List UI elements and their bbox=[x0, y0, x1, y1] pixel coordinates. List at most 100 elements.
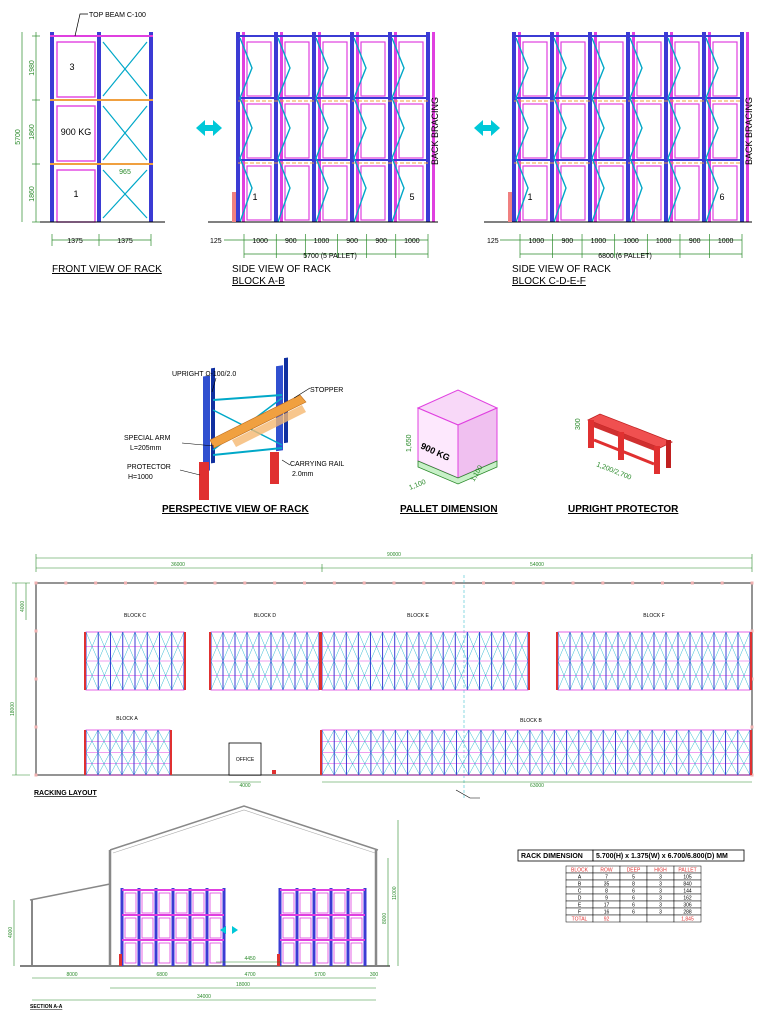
side-cf-pallet bbox=[636, 165, 662, 221]
section-right-rack-pallet bbox=[350, 892, 363, 914]
section-aisle: 4450 bbox=[244, 956, 255, 962]
block-f-protector bbox=[750, 632, 752, 690]
column-left bbox=[34, 773, 38, 777]
section-title: SECTION A-A bbox=[30, 1004, 63, 1010]
pallet-height: 1,650 bbox=[406, 434, 413, 452]
block-e-label: BLOCK E bbox=[407, 613, 429, 619]
column-top bbox=[303, 581, 306, 585]
front-level-1: 1 bbox=[73, 189, 78, 199]
side-ab-upright bbox=[312, 32, 316, 222]
section-right-rack-pallet bbox=[350, 942, 363, 964]
table-total-cell bbox=[646, 914, 675, 923]
section-right-rack-upright bbox=[363, 888, 367, 966]
front-height-bottom: 1860 bbox=[29, 186, 36, 202]
office-label: OFFICE bbox=[236, 757, 255, 763]
side-ab-bracing bbox=[315, 37, 329, 223]
section-right-rack-pallet bbox=[299, 892, 312, 914]
layout-height-1: 4000 bbox=[20, 601, 26, 612]
side-ab-offset: 125 bbox=[210, 238, 222, 245]
side-ab-bay-4: 900 bbox=[346, 238, 358, 245]
side-ab-protector bbox=[232, 192, 236, 222]
side-ab-pallet bbox=[322, 41, 348, 97]
section-left-rack-upright bbox=[137, 888, 141, 966]
section-right-rack-pallet bbox=[282, 942, 295, 964]
side-cf-pallet bbox=[522, 165, 548, 221]
section-right-rack-pallet bbox=[299, 942, 312, 964]
side-ab-pallet bbox=[246, 165, 272, 221]
block-b-protector bbox=[320, 730, 322, 775]
protector-height: 300 bbox=[575, 418, 582, 430]
side-ab-bracing bbox=[353, 37, 367, 223]
side-ab-pallet bbox=[322, 165, 348, 221]
table-cell-text: 5 bbox=[632, 875, 635, 881]
block-b-length: 63000 bbox=[530, 783, 544, 789]
table-cell-text: 3 bbox=[659, 896, 662, 902]
perspective-arm-length: L=205mm bbox=[130, 445, 161, 452]
side-cf-pallet bbox=[560, 165, 586, 221]
section-left-rack-pallet bbox=[124, 942, 137, 964]
table-header-4: PALLET bbox=[678, 868, 696, 874]
perspective-stopper: STOPPER bbox=[310, 387, 343, 394]
table-cell-text: 162 bbox=[683, 896, 692, 902]
table-header-0: BLOCK bbox=[571, 868, 589, 874]
table-total-cell bbox=[619, 914, 648, 923]
layout-title: RACKING LAYOUT bbox=[34, 790, 97, 797]
perspective-title: PERSPECTIVE VIEW OF RACK bbox=[162, 504, 309, 515]
table-header-2: DEEP bbox=[627, 868, 641, 874]
section-total-width: 34000 bbox=[197, 994, 211, 1000]
side-cf-upright-inner bbox=[670, 32, 673, 222]
section-left-rack-pallet bbox=[192, 892, 205, 914]
section-dim-5: 300 bbox=[370, 972, 379, 978]
side-ab-pallet bbox=[284, 41, 310, 97]
section-right-rack-upright bbox=[295, 888, 299, 966]
side-ab-upright bbox=[274, 32, 278, 222]
side-ab-bay-1: 1000 bbox=[252, 238, 268, 245]
side-cf-offset: 125 bbox=[487, 238, 499, 245]
block-a-protector bbox=[84, 730, 86, 775]
layout-width-2: 54000 bbox=[530, 562, 544, 568]
side-cf-last: 6 bbox=[719, 192, 724, 202]
column-top bbox=[690, 581, 694, 585]
table-cell-text: 6 bbox=[632, 889, 635, 895]
section-mid-width: 18000 bbox=[236, 982, 250, 988]
section-left-rack-pallet bbox=[192, 917, 205, 939]
layout-height-2: 18000 bbox=[10, 702, 16, 716]
perspective-upright: UPRIGHT Ω-100/2.0 bbox=[172, 371, 236, 378]
side-cf-upright bbox=[588, 32, 592, 222]
section-dim-2: 6800 bbox=[156, 972, 167, 978]
side-ab-bracing bbox=[391, 37, 405, 223]
column-top bbox=[153, 581, 157, 585]
column-top bbox=[571, 581, 575, 585]
side-cf-pallet bbox=[712, 165, 738, 221]
column-left bbox=[34, 725, 38, 729]
column-top bbox=[213, 581, 217, 585]
side-cf-bracing: BACK BRACING bbox=[744, 97, 754, 165]
side-ab-bay-6: 1000 bbox=[404, 238, 420, 245]
section-right-rack-pallet bbox=[282, 917, 295, 939]
table-caption: RACK DIMENSION bbox=[521, 853, 583, 860]
block-d-label: BLOCK D bbox=[254, 613, 276, 619]
column-left bbox=[34, 677, 38, 681]
side-cf-pallet bbox=[674, 103, 700, 159]
column-left bbox=[34, 629, 38, 633]
side-ab-bracing bbox=[239, 37, 253, 223]
section-right-rack-pallet bbox=[316, 892, 329, 914]
table-total-cell bbox=[673, 914, 702, 923]
block-d-racks bbox=[209, 631, 321, 691]
side-ab-pallet bbox=[360, 103, 386, 159]
column-top bbox=[720, 581, 724, 585]
side-ab-pallet bbox=[360, 165, 386, 221]
table-cell-text: 35 bbox=[604, 882, 610, 888]
block-f-label: BLOCK F bbox=[643, 613, 664, 619]
side-cf-pallet bbox=[636, 103, 662, 159]
protector-title: UPRIGHT PROTECTOR bbox=[568, 504, 679, 515]
column-top bbox=[661, 581, 664, 585]
section-left-rack-pallet bbox=[141, 892, 154, 914]
side-ab-upright-inner bbox=[242, 32, 245, 222]
side-cf-bay-4: 1000 bbox=[623, 238, 639, 245]
section-right-rack-upright bbox=[329, 888, 333, 966]
side-cf-pallet bbox=[522, 103, 548, 159]
front-level-load: 900 KG bbox=[61, 127, 92, 137]
block-b-label: BLOCK B bbox=[520, 718, 542, 724]
